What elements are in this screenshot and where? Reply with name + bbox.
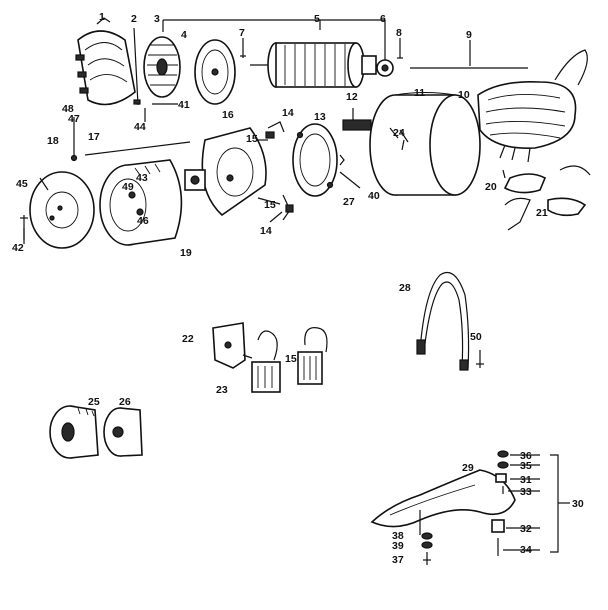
part-15-brush xyxy=(297,327,328,385)
top-bracket-3-6 xyxy=(162,19,386,62)
part-14-lower-lead xyxy=(282,194,294,221)
label-9: 9 xyxy=(466,29,472,41)
label-35: 35 xyxy=(520,460,532,472)
label-24: 24 xyxy=(393,127,405,139)
label-15-brush: 15 xyxy=(285,353,297,365)
part-19-cover-shell xyxy=(99,159,183,246)
label-48: 48 xyxy=(62,103,74,115)
label-41: 41 xyxy=(178,99,190,111)
label-31: 31 xyxy=(520,474,532,486)
part-29-handle xyxy=(370,469,516,535)
label-18: 18 xyxy=(47,135,59,147)
part-12-block xyxy=(342,108,372,131)
part-22-bracket xyxy=(212,322,253,369)
label-45: 45 xyxy=(16,178,28,190)
part-25-gear-nut xyxy=(49,405,99,459)
label-14-lower: 14 xyxy=(260,225,272,237)
label-15-upper: 15 xyxy=(246,133,258,145)
part-18-end-cap xyxy=(29,171,95,249)
label-25: 25 xyxy=(88,396,100,408)
part-26-coupling xyxy=(103,407,143,457)
label-3: 3 xyxy=(154,13,160,25)
label-44: 44 xyxy=(134,121,146,133)
label-47: 47 xyxy=(68,113,80,125)
label-28: 28 xyxy=(399,282,411,294)
callout-labels: 1 2 3 4 5 6 7 8 9 10 11 12 13 14 14 15 1… xyxy=(12,11,584,566)
part-11-housing xyxy=(369,92,481,196)
label-17: 17 xyxy=(88,131,100,143)
part-8-screw xyxy=(397,38,403,59)
part-17-pin xyxy=(84,141,191,156)
part-14-upper-lead xyxy=(265,121,285,139)
label-22: 22 xyxy=(182,333,194,345)
label-12: 12 xyxy=(346,91,358,103)
label-42: 42 xyxy=(12,242,24,254)
label-33: 33 xyxy=(520,486,532,498)
bracket-30 xyxy=(503,454,570,553)
label-15-lower: 15 xyxy=(264,199,276,211)
part-5-armature xyxy=(250,42,384,88)
part-20-21-brush-caps xyxy=(503,165,591,231)
label-21: 21 xyxy=(536,207,548,219)
label-38: 38 xyxy=(392,530,404,542)
label-34: 34 xyxy=(520,544,532,556)
label-37: 37 xyxy=(392,554,404,566)
label-36: 36 xyxy=(520,450,532,462)
part-47-48-screws xyxy=(70,117,78,162)
part-6-bearing xyxy=(376,59,394,77)
label-2: 2 xyxy=(131,13,137,25)
parts-37-39-hardware xyxy=(421,532,433,565)
part-10-field-coil xyxy=(477,49,588,163)
label-11: 11 xyxy=(414,87,425,99)
label-27: 27 xyxy=(343,196,355,208)
label-40: 40 xyxy=(368,190,380,202)
label-30: 30 xyxy=(572,498,584,510)
label-14-upper: 14 xyxy=(282,107,294,119)
part-28-cord xyxy=(416,271,470,371)
part-7-screw xyxy=(240,38,246,58)
label-19: 19 xyxy=(180,247,192,259)
label-29: 29 xyxy=(462,462,474,474)
label-10: 10 xyxy=(458,89,470,101)
part-1-fan-shroud xyxy=(75,17,136,106)
label-39: 39 xyxy=(392,540,404,552)
leader-lines xyxy=(23,103,506,244)
label-20: 20 xyxy=(485,181,497,193)
label-46: 46 xyxy=(137,215,149,227)
part-9-rod xyxy=(410,40,528,69)
label-6: 6 xyxy=(380,13,386,25)
label-7: 7 xyxy=(239,27,245,39)
part-13-end-bracket xyxy=(292,123,345,197)
part-23-brush xyxy=(251,330,281,393)
label-43: 43 xyxy=(136,172,148,184)
label-13: 13 xyxy=(314,111,326,123)
part-4-baffle xyxy=(194,39,236,105)
part-3-fan xyxy=(143,36,181,98)
label-23: 23 xyxy=(216,384,228,396)
part-2-bolt xyxy=(133,27,141,106)
label-50: 50 xyxy=(470,331,482,343)
label-49: 49 xyxy=(122,181,134,193)
label-26: 26 xyxy=(119,396,131,408)
part-16-brush-housing xyxy=(184,127,267,217)
label-5: 5 xyxy=(314,13,320,25)
label-1: 1 xyxy=(99,11,105,23)
parts-31-36-hardware xyxy=(491,450,509,556)
part-50-screw xyxy=(476,350,484,368)
label-4: 4 xyxy=(181,29,187,41)
label-16: 16 xyxy=(222,109,234,121)
label-8: 8 xyxy=(396,27,402,39)
label-32: 32 xyxy=(520,523,532,535)
